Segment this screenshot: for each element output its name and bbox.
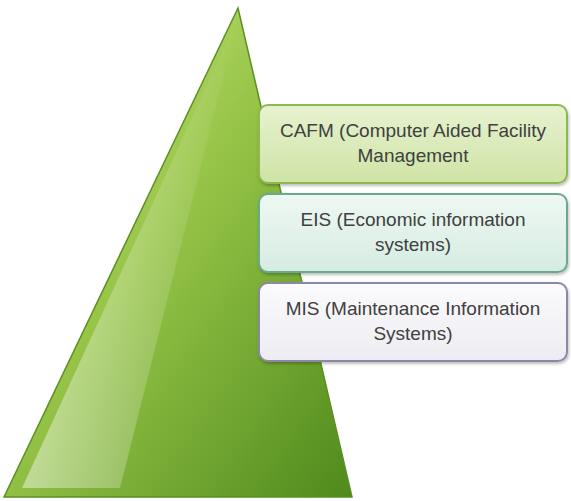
level-label: EIS (Economic information systems)	[272, 208, 554, 257]
level-box: CAFM (Computer Aided Facility Management	[258, 104, 568, 184]
level-box: EIS (Economic information systems)	[258, 193, 568, 273]
level-label: MIS (Maintenance Information Systems)	[272, 297, 554, 346]
pyramid-highlight	[22, 18, 238, 488]
level-box: MIS (Maintenance Information Systems)	[258, 282, 568, 362]
level-label: CAFM (Computer Aided Facility Management	[272, 119, 554, 168]
